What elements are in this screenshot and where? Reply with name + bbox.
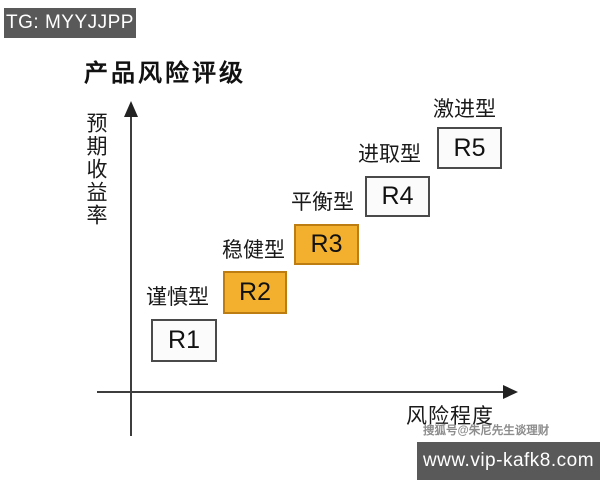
risk-type-label-r5: 激进型 bbox=[433, 98, 496, 121]
risk-type-label-r3: 平衡型 bbox=[291, 191, 354, 214]
author-watermark: 搜狐号@朱尼先生谈理财 bbox=[423, 425, 550, 437]
website-badge: www.vip-kafk8.com bbox=[417, 442, 600, 480]
risk-type-label-r4: 进取型 bbox=[358, 143, 421, 166]
x-axis-arrow-icon bbox=[503, 385, 518, 399]
y-axis-arrow-icon bbox=[124, 101, 138, 117]
risk-box-r3: R3 bbox=[294, 224, 359, 265]
risk-box-r1: R1 bbox=[151, 319, 217, 362]
risk-box-r5: R5 bbox=[437, 127, 502, 169]
telegram-badge: TG: MYYJJPP bbox=[4, 8, 136, 38]
telegram-badge-text: TG: MYYJJPP bbox=[6, 12, 134, 33]
x-axis-label: 风险程度 bbox=[406, 405, 494, 428]
website-badge-text: www.vip-kafk8.com bbox=[422, 450, 595, 471]
risk-box-r2: R2 bbox=[223, 271, 287, 314]
y-axis-label: 预期收益率 bbox=[84, 112, 107, 227]
risk-type-label-r2: 稳健型 bbox=[222, 239, 285, 262]
risk-type-label-r1: 谨慎型 bbox=[146, 286, 209, 309]
chart-title: 产品风险评级 bbox=[84, 60, 246, 87]
risk-box-r4: R4 bbox=[365, 176, 430, 217]
